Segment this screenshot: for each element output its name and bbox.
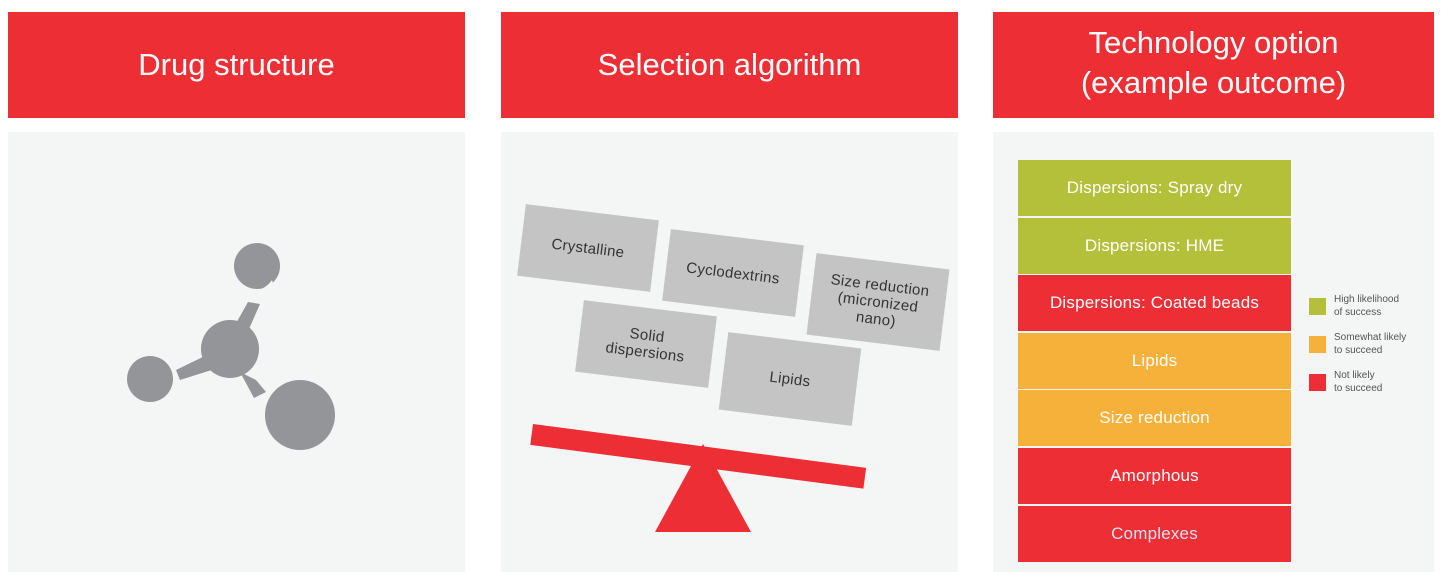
- block-cyclodextrins: Cyclodextrins: [662, 229, 804, 317]
- atom-top: [234, 243, 280, 289]
- technology-option-item: Dispersions: HME: [1018, 217, 1291, 274]
- panel-drug-structure: Drug structure: [8, 12, 465, 572]
- legend-swatch: [1309, 374, 1326, 391]
- block-size-reduction: Size reduction (micronized nano): [806, 253, 950, 351]
- legend-swatch: [1309, 298, 1326, 315]
- atom-right: [265, 380, 335, 450]
- legend-item: High likelihood of success: [1307, 294, 1427, 333]
- legend-swatch: [1309, 336, 1326, 353]
- legend-item: Not likely to succeed: [1307, 370, 1427, 409]
- legend-label: Not likely to succeed: [1334, 370, 1383, 394]
- block-lipids: Lipids: [718, 332, 862, 426]
- technology-option-item: Amorphous: [1018, 447, 1291, 504]
- panel-body: [8, 132, 465, 572]
- technology-option-item: Lipids: [1018, 332, 1291, 389]
- scale-illustration: Crystalline Cyclodextrins Size reduction…: [501, 132, 958, 572]
- technology-option-item: Complexes: [1018, 505, 1291, 562]
- legend-label: Somewhat likely to succeed: [1334, 332, 1407, 356]
- panel-selection-algorithm: Selection algorithm Crystalline Cyclodex…: [501, 12, 958, 572]
- seesaw-fulcrum: [655, 444, 751, 532]
- technology-option-item: Dispersions: Spray dry: [1018, 160, 1291, 216]
- panel-title: Drug structure: [8, 12, 465, 118]
- legend-item: Somewhat likely to succeed: [1307, 332, 1427, 371]
- panel-technology-option: Technology option (example outcome) Disp…: [993, 12, 1434, 572]
- technology-option-item: Size reduction: [1018, 390, 1291, 447]
- molecule-icon: [127, 243, 335, 450]
- atom-left: [127, 356, 173, 402]
- bond: [240, 372, 266, 398]
- atom-center: [201, 320, 259, 378]
- panel-title: Selection algorithm: [501, 12, 958, 118]
- technology-option-item: Dispersions: Coated beads: [1018, 275, 1291, 332]
- block-solid-dispersions: Solid dispersions: [575, 300, 717, 388]
- panel-title: Technology option (example outcome): [993, 12, 1434, 118]
- block-crystalline: Crystalline: [517, 204, 659, 292]
- legend-label: High likelihood of success: [1334, 294, 1400, 318]
